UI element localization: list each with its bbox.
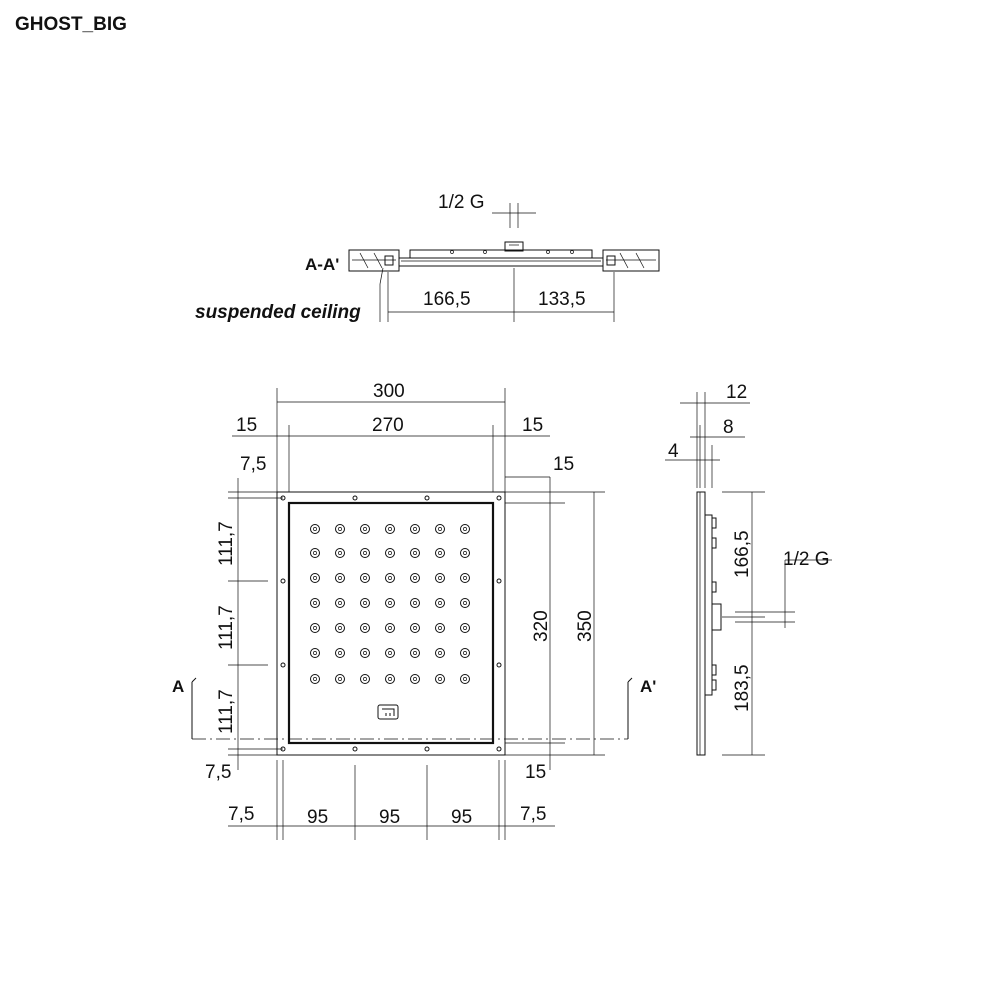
nozzle	[435, 524, 445, 534]
nozzle	[360, 598, 370, 608]
front-view: 300 270 15 15 7,5 111,7 111,7 111,7 7,5	[172, 381, 656, 840]
dim-bottom-7-5-left: 7,5	[228, 804, 254, 825]
dim-bottom-95-c: 95	[451, 807, 472, 828]
nozzle	[410, 674, 420, 684]
section-view: A-A' 1/2 G	[195, 192, 660, 323]
nozzle	[335, 598, 345, 608]
side-dim-8: 8	[723, 417, 734, 438]
section-panel	[398, 257, 604, 267]
nozzle	[410, 548, 420, 558]
nozzle	[310, 524, 320, 534]
nozzle	[360, 623, 370, 633]
nozzle	[360, 548, 370, 558]
side-dim-12: 12	[726, 382, 747, 403]
nozzle	[310, 598, 320, 608]
nozzle	[360, 573, 370, 583]
nozzle	[335, 674, 345, 684]
section-inlet	[504, 241, 524, 252]
nozzle	[335, 524, 345, 534]
nozzle	[310, 648, 320, 658]
nozzle	[385, 598, 395, 608]
nozzle	[435, 573, 445, 583]
dim-111-7-b: 111,7	[216, 605, 237, 650]
nozzle	[410, 598, 420, 608]
nozzle	[410, 648, 420, 658]
dim-300: 300	[373, 381, 405, 402]
nozzle	[385, 648, 395, 658]
nozzle	[435, 548, 445, 558]
dim-270: 270	[372, 415, 404, 436]
dim-111-7-a: 111,7	[216, 521, 237, 566]
nozzle	[360, 648, 370, 658]
nozzle	[335, 648, 345, 658]
nozzle	[460, 548, 470, 558]
cut-label-right: A'	[640, 677, 656, 696]
nozzle	[410, 573, 420, 583]
nozzle	[410, 623, 420, 633]
section-thread: 1/2 G	[438, 192, 484, 213]
product-title: GHOST_BIG	[15, 14, 127, 35]
nozzle	[460, 573, 470, 583]
dim-bottom-95-b: 95	[379, 807, 400, 828]
nozzle	[460, 674, 470, 684]
nozzle	[460, 648, 470, 658]
nozzle	[435, 648, 445, 658]
front-outer-frame	[276, 491, 506, 756]
dim-bottom-7-5-right: 7,5	[520, 804, 546, 825]
section-dim-133-5: 133,5	[538, 289, 586, 310]
nozzle	[335, 623, 345, 633]
dim-7-5-bottom: 7,5	[205, 762, 231, 783]
nozzle	[460, 623, 470, 633]
nozzle	[360, 524, 370, 534]
nozzle	[385, 674, 395, 684]
nozzle	[385, 623, 395, 633]
dim-15-left: 15	[236, 415, 257, 436]
brand-logo	[377, 704, 399, 720]
side-dim-166-5: 166,5	[732, 530, 753, 578]
nozzle-grid	[310, 524, 470, 684]
dim-320: 320	[531, 610, 552, 642]
nozzle	[385, 548, 395, 558]
dim-7-5-top: 7,5	[240, 454, 266, 475]
section-label: A-A'	[305, 255, 339, 274]
side-dim-4: 4	[668, 441, 679, 462]
ceiling-right	[602, 249, 660, 272]
nozzle	[360, 674, 370, 684]
cut-label-left: A	[172, 677, 184, 696]
nozzle	[435, 623, 445, 633]
frame-screws	[280, 495, 502, 752]
ceiling-label: suspended ceiling	[195, 302, 361, 323]
nozzle	[335, 573, 345, 583]
dim-111-7-c: 111,7	[216, 689, 237, 734]
nozzle	[410, 524, 420, 534]
nozzle	[435, 674, 445, 684]
nozzle	[460, 598, 470, 608]
dim-350: 350	[575, 610, 596, 642]
side-view: 12 8 4 166,5 183,5 1/2 G	[665, 382, 832, 756]
dim-15-side-top: 15	[553, 454, 574, 475]
side-profile	[696, 491, 706, 756]
side-dim-183-5: 183,5	[732, 664, 753, 712]
nozzle	[460, 524, 470, 534]
section-dim-166-5: 166,5	[423, 289, 471, 310]
nozzle	[310, 674, 320, 684]
front-inner-plate	[287, 501, 495, 745]
nozzle	[310, 623, 320, 633]
nozzle	[385, 573, 395, 583]
dim-bottom-95-a: 95	[307, 807, 328, 828]
nozzle	[435, 598, 445, 608]
nozzle	[385, 524, 395, 534]
dim-15-side-bottom: 15	[525, 762, 546, 783]
nozzle	[310, 548, 320, 558]
dim-15-right: 15	[522, 415, 543, 436]
side-thread: 1/2 G	[783, 549, 829, 570]
side-inlet	[711, 603, 722, 631]
nozzle	[310, 573, 320, 583]
nozzle	[335, 548, 345, 558]
